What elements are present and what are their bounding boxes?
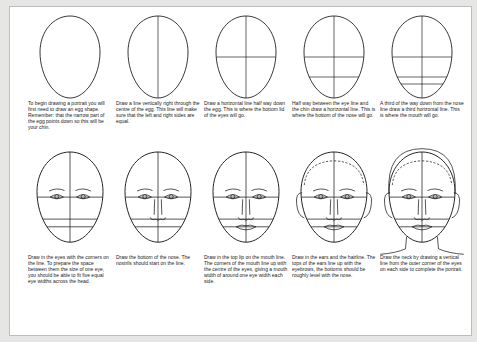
sheet bbox=[9, 6, 472, 336]
step-caption: Draw in the ears and the hairline. The t… bbox=[292, 255, 376, 279]
step-caption: To begin drawing a portrait you will fir… bbox=[28, 101, 112, 130]
step-caption: Draw in the top lip on the mouth line. T… bbox=[204, 255, 288, 284]
step-caption: Draw the bottom of the nose. The nostril… bbox=[116, 255, 200, 267]
step-caption: Draw the neck by drawing a vertical line… bbox=[380, 255, 464, 273]
step-caption: Draw a horizontal line half way down the… bbox=[204, 101, 288, 119]
step-caption: Draw a line vertically right through the… bbox=[116, 101, 200, 125]
step-caption: A third of the way down from the nose li… bbox=[380, 101, 464, 119]
step-caption: Draw in the eyes with the corners on the… bbox=[28, 255, 112, 284]
step-caption: Half way between the eye line and the ch… bbox=[292, 101, 376, 119]
